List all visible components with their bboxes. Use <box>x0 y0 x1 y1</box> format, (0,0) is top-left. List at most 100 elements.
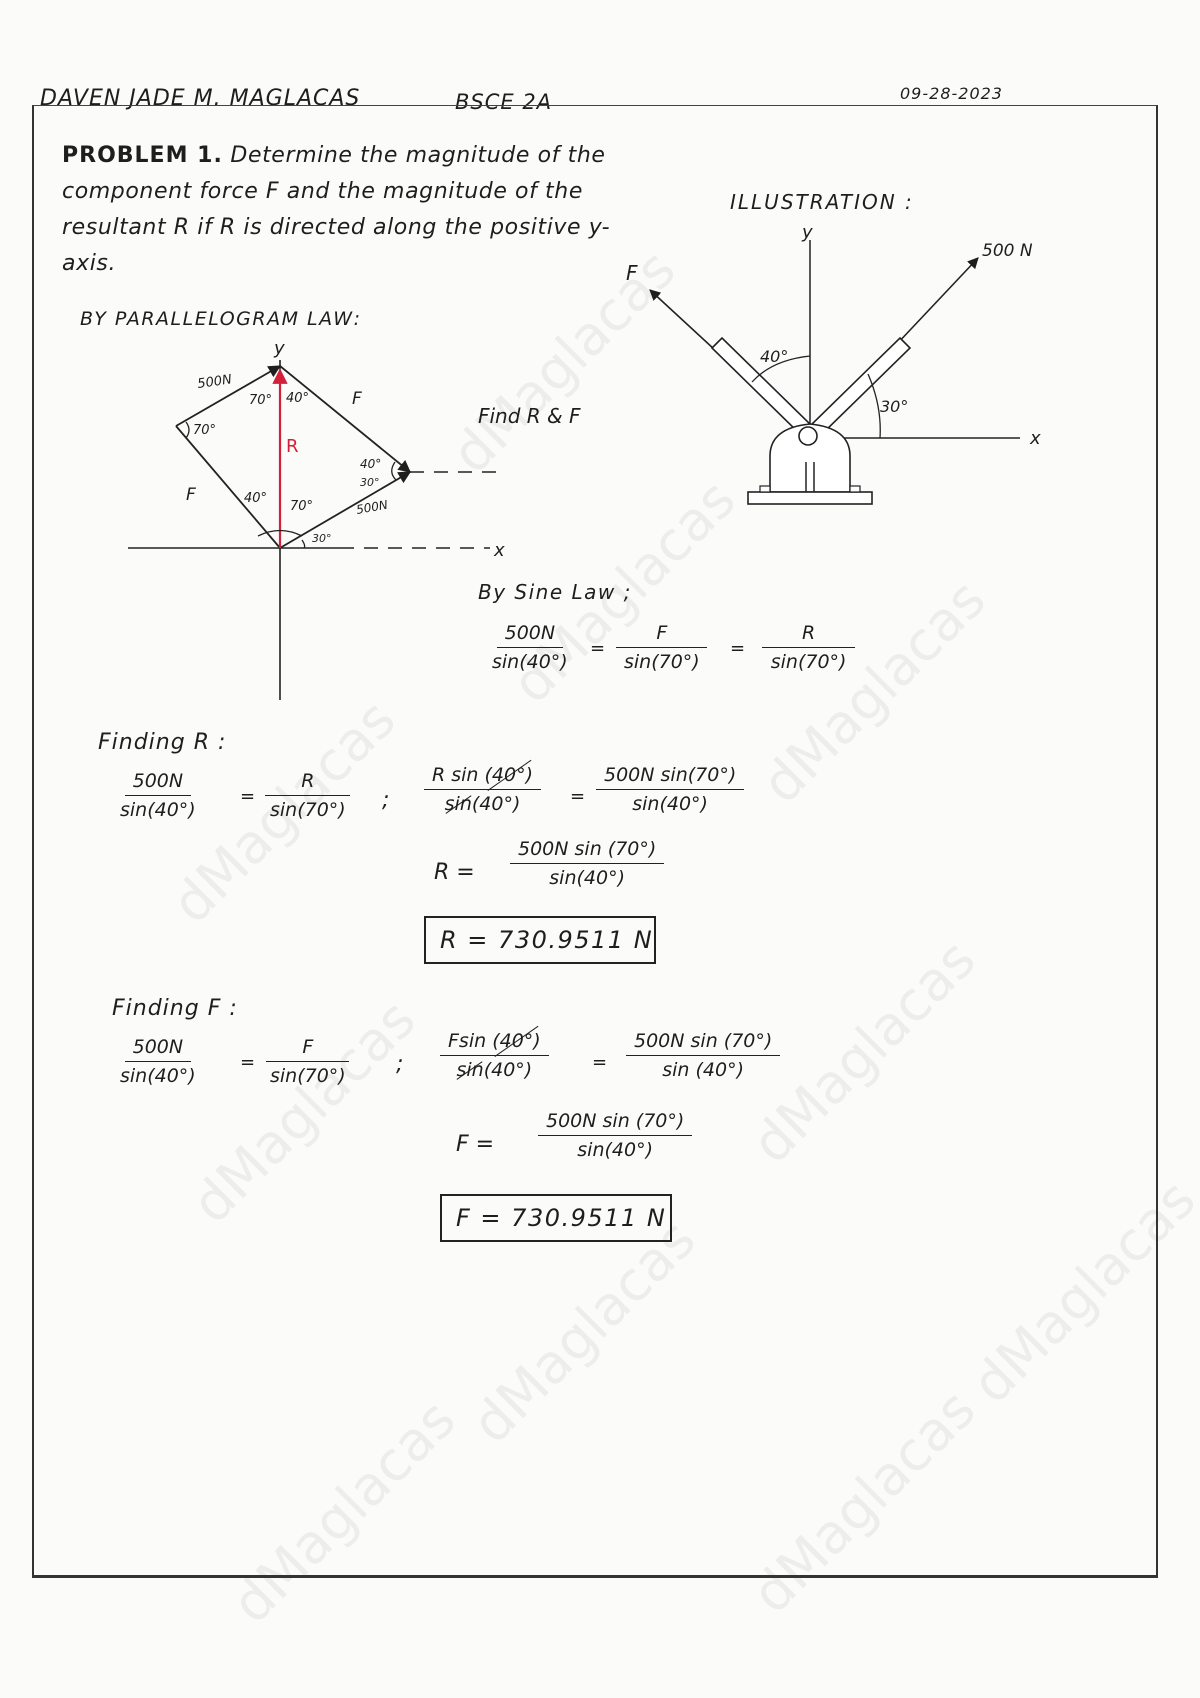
angle-arc-40 <box>751 355 811 383</box>
fraction-numerator: F <box>616 622 708 648</box>
parallelogram-diagram: 500N F F R 500N 70° 40° 70° 40° 30° 40° … <box>128 338 505 700</box>
equals-sign: = <box>570 786 586 807</box>
illus-angle-40: 40° <box>760 347 788 366</box>
date: 09-28-2023 <box>900 84 1003 103</box>
find-label: Find R & F <box>478 404 581 428</box>
finding-f-term-d: 500N sin (70°) sin (40°) <box>626 1030 781 1081</box>
fraction-numerator: R <box>265 770 351 796</box>
finding-r-term-e: 500N sin (70°) sin(40°) <box>510 838 665 889</box>
numerator-prefix: Fsin <box>448 1030 487 1052</box>
page-frame <box>32 105 1158 1578</box>
result-f-box: F = 730.9511 N <box>440 1194 672 1242</box>
angle-arc <box>301 539 306 549</box>
bracket-body <box>769 423 851 493</box>
fraction-denominator: sin(40°) <box>437 790 529 815</box>
denominator-rest: (40°) <box>483 1059 533 1081</box>
sine-law-term-1: 500N sin(40°) <box>484 622 576 673</box>
label-f-left: F <box>186 485 196 505</box>
result-r-box: R = 730.9511 N <box>424 916 656 964</box>
cancelled-term: (40°) <box>484 764 534 786</box>
fraction-denominator: sin(40°) <box>492 651 568 673</box>
force-500n-top-vector <box>175 365 282 427</box>
sine-law-title: By Sine Law ; <box>478 580 632 604</box>
axis-label-y: y <box>273 338 285 359</box>
axis-label-x: x <box>493 540 505 561</box>
finding-r-term-a: 500N sin(40°) <box>112 770 204 821</box>
angle-label: 40° <box>360 457 381 471</box>
fraction-numerator: 500N <box>496 622 564 648</box>
fraction-denominator: sin(70°) <box>270 799 346 821</box>
rod-right <box>808 336 912 438</box>
numerator-prefix: R sin <box>432 764 479 786</box>
r-equals-label: R = <box>434 860 475 885</box>
denominator-rest: (40°) <box>471 793 521 815</box>
course-section: BSCE 2A <box>455 90 553 114</box>
equals-sign: = <box>730 638 746 659</box>
sine-law-term-2: F sin(70°) <box>616 622 708 673</box>
fraction-numerator: R <box>762 622 856 648</box>
finding-f-title: Finding F : <box>112 996 238 1021</box>
illus-axis-label-y: y <box>801 222 813 243</box>
bracket-base-plate <box>747 491 873 505</box>
angle-arc-30 <box>867 373 881 439</box>
sine-law-term-3: R sin(70°) <box>762 622 856 673</box>
bracket-bolt <box>759 485 771 493</box>
fraction-numerator: 500N <box>124 770 192 796</box>
label-500n-top: 500N <box>196 372 233 392</box>
bracket-bolt <box>849 485 861 493</box>
fraction-denominator: sin(70°) <box>770 651 847 673</box>
cancelled-term: sin <box>444 793 472 815</box>
equals-sign: = <box>240 786 256 807</box>
problem-statement: PROBLEM 1. Determine the magnitude of th… <box>62 138 662 282</box>
fraction-numerator: Fsin (40°) <box>440 1030 549 1056</box>
finding-f-term-e: 500N sin (70°) sin(40°) <box>538 1110 693 1161</box>
finding-r-term-d: 500N sin(70°) sin(40°) <box>596 764 745 815</box>
angle-arc <box>391 461 397 481</box>
illus-label-f: F <box>626 261 638 285</box>
fraction-numerator: 500N sin (70°) <box>510 838 665 864</box>
angle-label: 70° <box>193 423 216 438</box>
fraction-denominator: sin(70°) <box>270 1065 346 1087</box>
illustration-title: ILLUSTRATION : <box>730 190 914 214</box>
semicolon: ; <box>382 788 390 813</box>
fraction-denominator: sin(40°) <box>120 799 196 821</box>
illus-axis-label-x: x <box>1029 428 1041 449</box>
fraction-denominator: sin(40°) <box>632 793 708 815</box>
equals-sign: = <box>592 1052 608 1073</box>
angle-label: 70° <box>290 499 313 514</box>
fraction-numerator: 500N sin(70°) <box>596 764 745 790</box>
student-name: DAVEN JADE M. MAGLACAS <box>40 86 361 111</box>
fraction-denominator: sin (40°) <box>662 1059 745 1081</box>
angle-label: 30° <box>312 532 332 545</box>
angle-label: 70° <box>249 393 272 408</box>
label-500n-bottom: 500N <box>355 498 389 517</box>
force-f-left-vector <box>175 425 281 549</box>
fraction-denominator: sin(40°) <box>549 867 625 889</box>
finding-f-term-b: F sin(70°) <box>262 1036 354 1087</box>
finding-r-title: Finding R : <box>98 730 227 755</box>
illus-angle-30: 30° <box>880 397 908 416</box>
problem-label: PROBLEM 1. <box>62 143 223 168</box>
equals-sign: = <box>590 638 606 659</box>
angle-label: 40° <box>286 391 309 406</box>
cancelled-term: sin <box>456 1059 484 1081</box>
force-f-right-vector <box>279 365 411 473</box>
f-equals-label: F = <box>456 1132 495 1157</box>
label-r: R <box>286 436 299 457</box>
fraction-denominator: sin(40°) <box>120 1065 196 1087</box>
finding-r-term-c: R sin (40°) sin(40°) <box>424 764 542 815</box>
illus-label-500n: 500 N <box>982 241 1033 261</box>
fraction-numerator: 500N sin (70°) <box>538 1110 693 1136</box>
fraction-numerator: 500N <box>124 1036 192 1062</box>
fraction-numerator: F <box>266 1036 350 1062</box>
pin-joint <box>798 426 818 446</box>
angle-arc <box>185 421 190 439</box>
problem-text: Determine the magnitude of the component… <box>62 143 611 276</box>
angle-label: 40° <box>244 491 267 506</box>
equals-sign: = <box>240 1052 256 1073</box>
fraction-denominator: sin(40°) <box>448 1056 540 1081</box>
angle-label: 30° <box>360 476 380 489</box>
fraction-numerator: R sin (40°) <box>424 764 542 790</box>
fraction-denominator: sin(70°) <box>624 651 700 673</box>
finding-f-term-c: Fsin (40°) sin(40°) <box>440 1030 549 1081</box>
